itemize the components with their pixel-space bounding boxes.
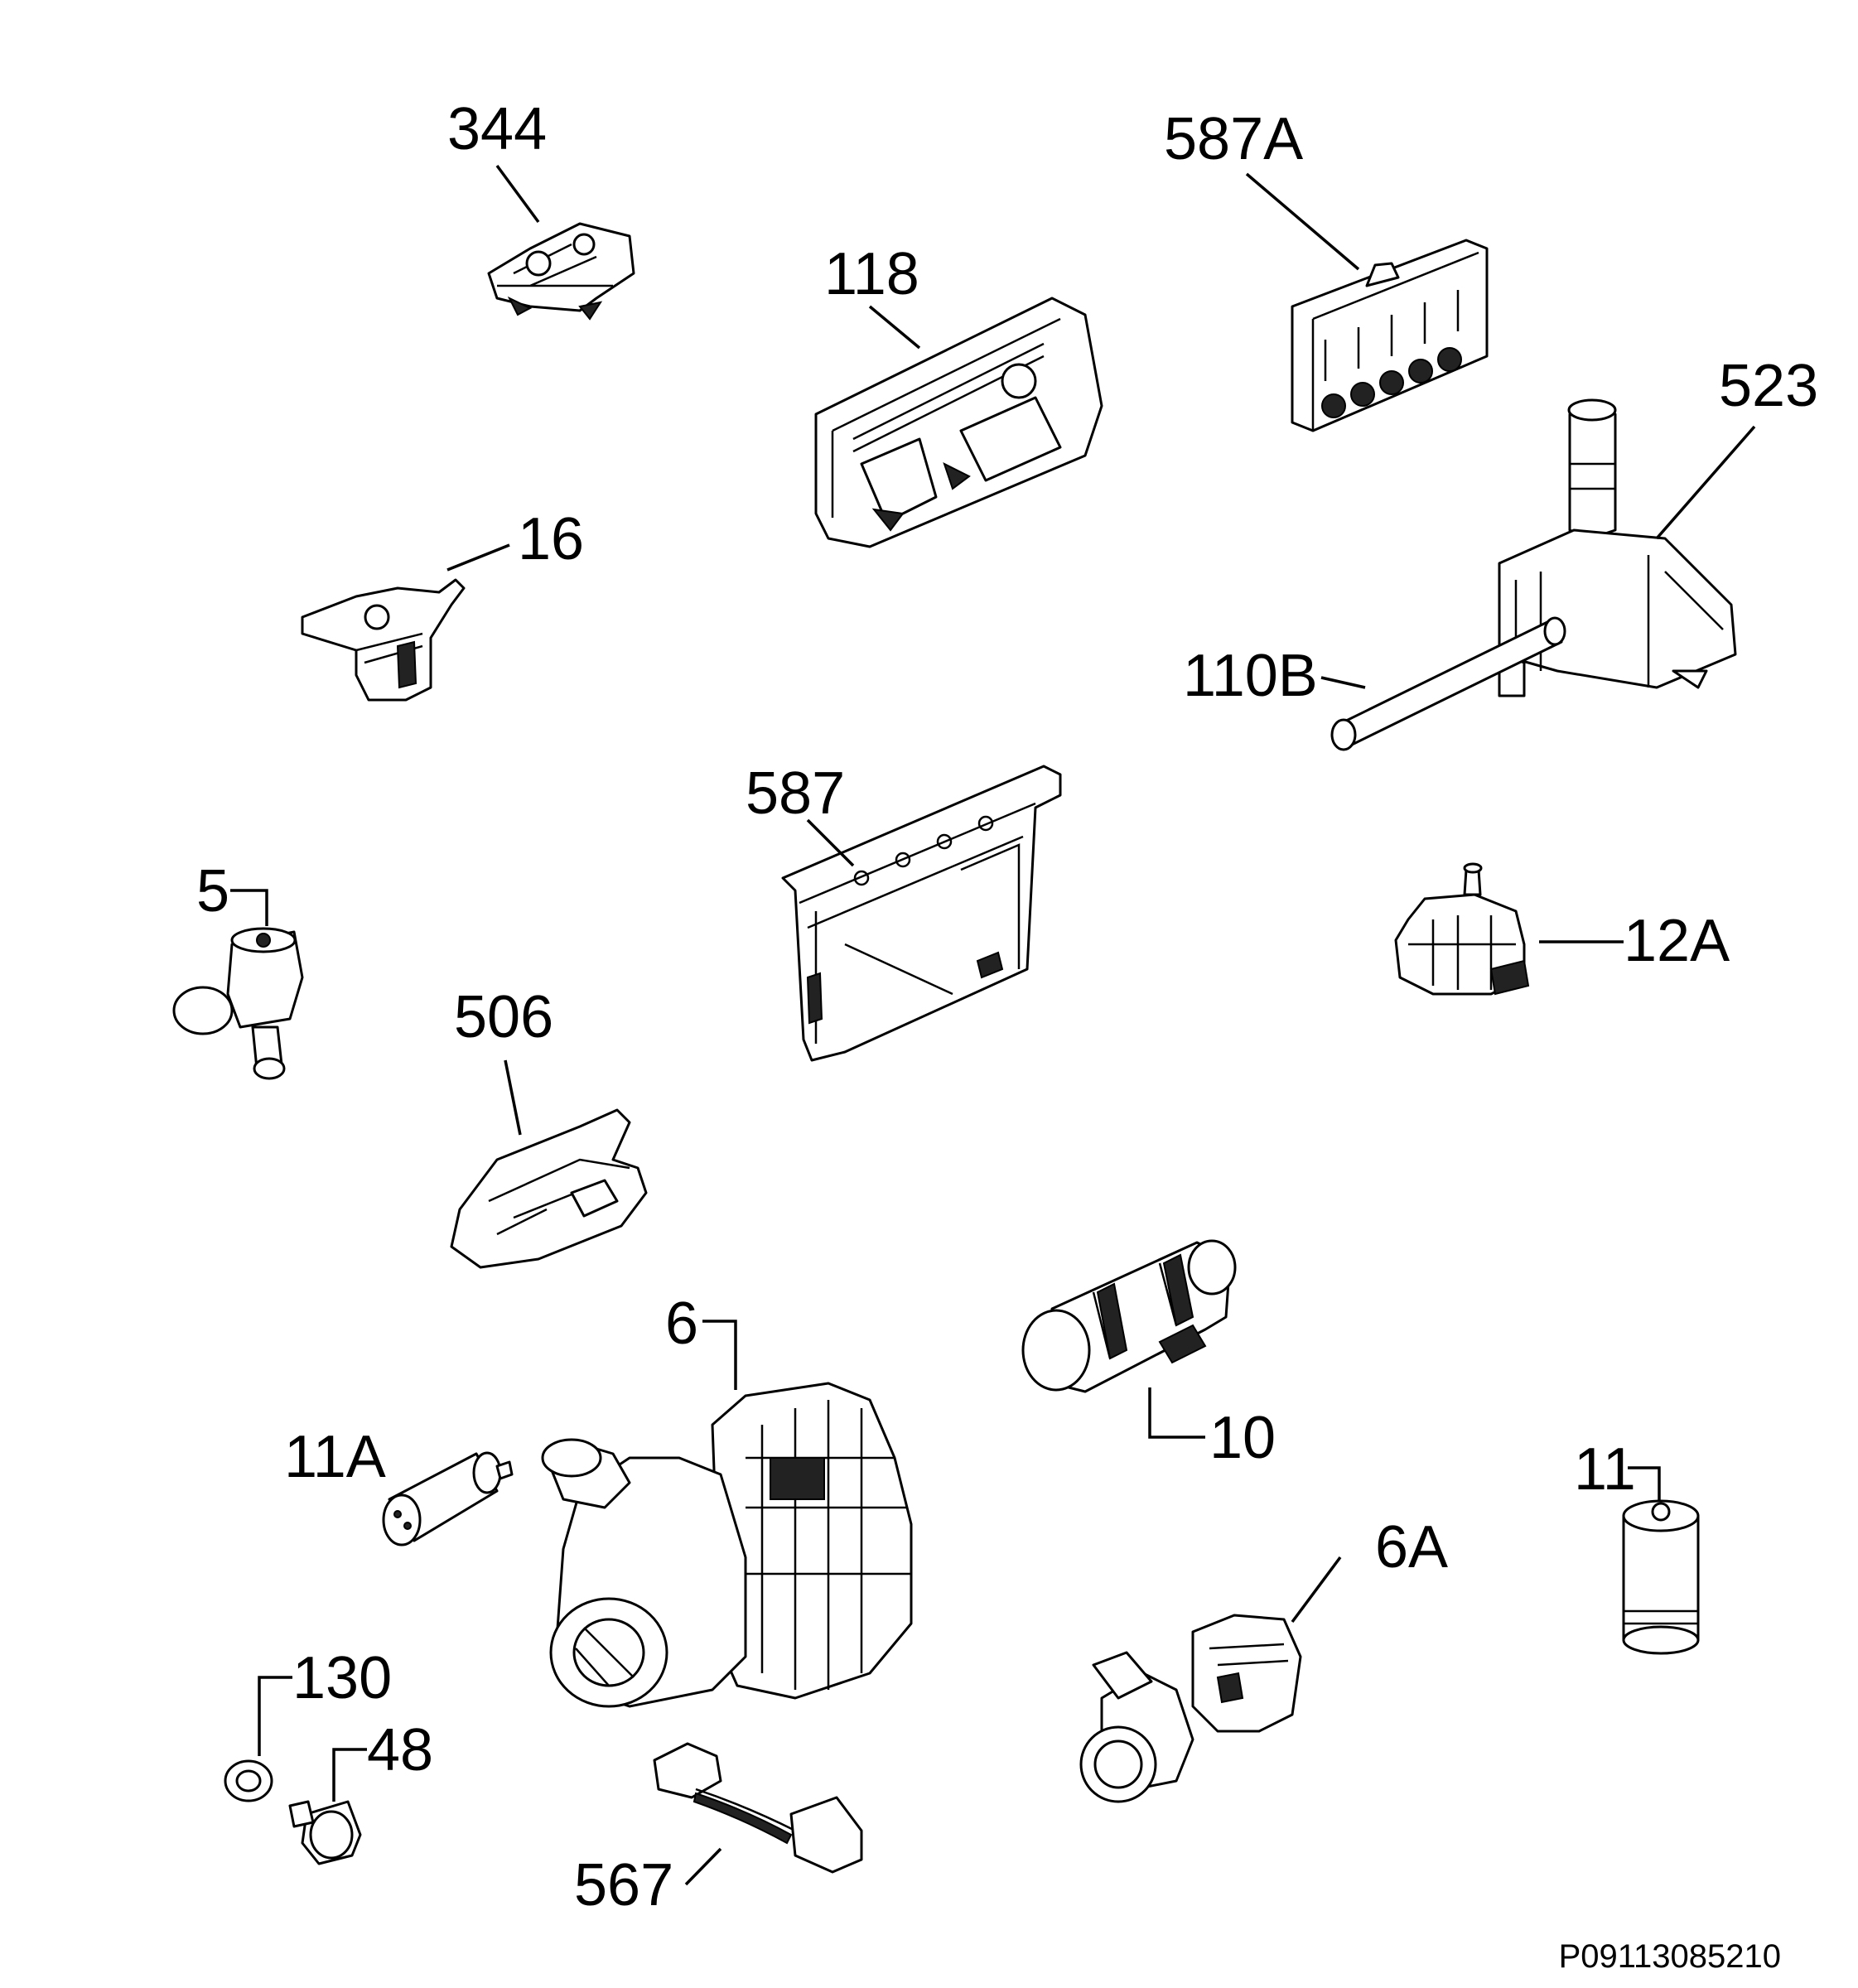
- leader-587A: [1245, 172, 1360, 271]
- part-11-drawing: [1622, 1499, 1700, 1655]
- label-6: 6: [665, 1291, 698, 1357]
- leader-11: [1628, 1466, 1661, 1502]
- label-48: 48: [367, 1717, 433, 1783]
- leader-16: [446, 543, 510, 572]
- part-587-drawing: [781, 765, 1062, 1062]
- label-587A: 587A: [1164, 106, 1303, 172]
- label-506: 506: [454, 984, 553, 1050]
- leader-5: [230, 889, 268, 926]
- leader-523: [1655, 425, 1756, 540]
- leader-567: [684, 1847, 722, 1886]
- label-567: 567: [574, 1852, 673, 1918]
- part-16-drawing: [301, 578, 466, 702]
- leader-506: [504, 1059, 522, 1136]
- leader-6A: [1291, 1556, 1342, 1624]
- leader-130: [258, 1676, 292, 1756]
- leader-587: [806, 818, 855, 867]
- label-16: 16: [518, 506, 584, 572]
- part-10-drawing: [1021, 1239, 1237, 1393]
- part-130-drawing: [224, 1759, 273, 1802]
- label-11: 11: [1574, 1436, 1636, 1503]
- leader-6: [702, 1320, 737, 1390]
- part-5-drawing: [172, 927, 304, 1080]
- label-110B: 110B: [1183, 643, 1318, 709]
- part-587A-drawing: [1291, 239, 1489, 432]
- part-567-drawing: [653, 1742, 863, 1874]
- part-344-drawing: [487, 222, 635, 321]
- part-506-drawing: [450, 1108, 648, 1269]
- label-344: 344: [447, 96, 547, 162]
- part-6-drawing: [541, 1382, 913, 1708]
- part-110B-drawing: [1330, 616, 1566, 751]
- part-48-drawing: [288, 1800, 362, 1865]
- label-11A: 11A: [284, 1424, 386, 1490]
- leader-48: [332, 1748, 367, 1802]
- label-587: 587: [746, 760, 845, 827]
- part-12A-drawing: [1394, 862, 1530, 996]
- label-10: 10: [1209, 1405, 1276, 1471]
- label-118: 118: [824, 241, 919, 307]
- leader-10: [1148, 1387, 1205, 1439]
- label-130: 130: [292, 1645, 392, 1711]
- leader-110B: [1320, 676, 1366, 689]
- drawing-code: P09113085210: [1559, 1938, 1781, 1975]
- label-5: 5: [196, 858, 229, 924]
- part-11A-drawing: [382, 1451, 514, 1546]
- leader-118: [868, 305, 921, 350]
- label-12A: 12A: [1624, 908, 1730, 974]
- label-523: 523: [1719, 353, 1818, 419]
- part-118-drawing: [814, 297, 1103, 548]
- part-6A-drawing: [1079, 1614, 1302, 1803]
- leader-344: [495, 164, 540, 224]
- label-6A: 6A: [1375, 1514, 1448, 1580]
